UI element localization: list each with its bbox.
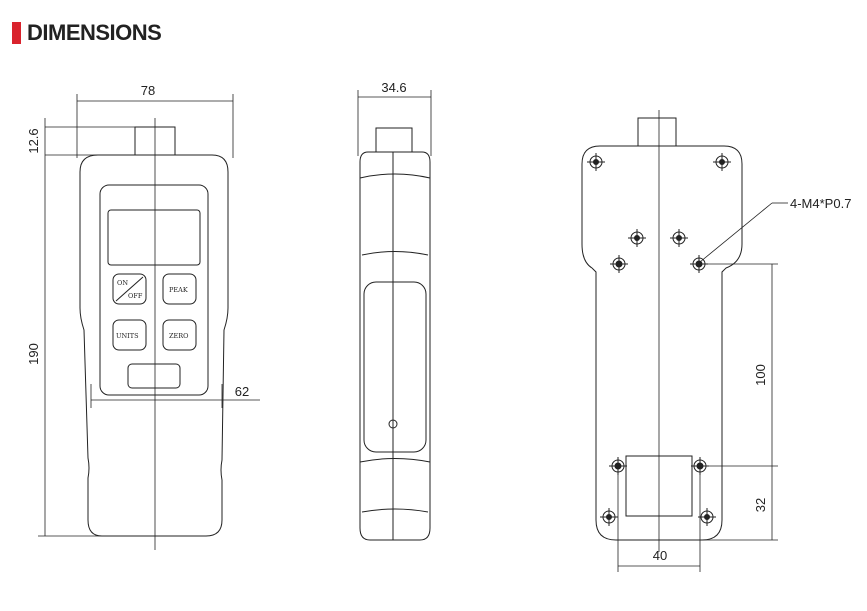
hole-mid-right bbox=[670, 229, 688, 247]
spacing-v-label: 100 bbox=[753, 364, 768, 386]
zero-button bbox=[162, 319, 197, 351]
front-display bbox=[107, 209, 201, 266]
on-label: ON bbox=[117, 279, 128, 287]
hole-mid-left bbox=[628, 229, 646, 247]
hole-top-right bbox=[713, 153, 731, 171]
hole-top-left bbox=[587, 153, 605, 171]
front-blank-button bbox=[127, 363, 181, 389]
holes-label: 4-M4*P0.7 bbox=[790, 196, 851, 211]
page-title: DIMENSIONS bbox=[27, 20, 162, 45]
side-upper-contour bbox=[361, 251, 429, 256]
side-top-contour bbox=[359, 173, 431, 179]
side-dimensions bbox=[357, 90, 432, 156]
back-body-outline bbox=[581, 145, 743, 541]
side-body-outline bbox=[359, 151, 431, 541]
title-accent-bar bbox=[12, 22, 21, 44]
front-body-outline bbox=[79, 154, 229, 537]
side-lower-contour bbox=[359, 458, 431, 463]
hole-lower-left bbox=[609, 457, 627, 475]
front-keypad-panel bbox=[99, 184, 209, 396]
back-holes bbox=[587, 153, 731, 526]
zero-label: ZERO bbox=[169, 332, 188, 340]
side-base-contour bbox=[361, 508, 429, 513]
front-dimensions bbox=[38, 94, 260, 550]
peak-button bbox=[162, 273, 197, 305]
connector-label: 12.6 bbox=[26, 128, 41, 153]
off-label: OFF bbox=[128, 292, 143, 300]
section-header: DIMENSIONS bbox=[12, 18, 162, 48]
side-connector bbox=[375, 127, 413, 153]
side-hole bbox=[388, 419, 398, 429]
hole-m4-left bbox=[610, 255, 628, 273]
on-off-button bbox=[112, 273, 147, 305]
on-off-divider bbox=[115, 276, 144, 302]
units-button bbox=[112, 319, 147, 351]
width-label: 78 bbox=[141, 83, 155, 98]
back-view bbox=[581, 117, 743, 541]
peak-label: PEAK bbox=[169, 286, 188, 294]
units-label: UNITS bbox=[116, 332, 139, 340]
front-view bbox=[79, 126, 229, 537]
height-label: 190 bbox=[26, 343, 41, 365]
side-view bbox=[359, 127, 431, 541]
hole-bottom-right bbox=[698, 508, 716, 526]
back-connector bbox=[637, 117, 677, 147]
depth-label: 34.6 bbox=[381, 80, 406, 95]
side-grip bbox=[363, 281, 427, 453]
holes-leader-line bbox=[699, 202, 773, 263]
hole-bottom-left bbox=[600, 508, 618, 526]
spacing-h-label: 40 bbox=[653, 548, 667, 563]
back-dimensions bbox=[617, 110, 788, 572]
body-width-label: 62 bbox=[235, 384, 249, 399]
bottom-label: 32 bbox=[753, 498, 768, 512]
